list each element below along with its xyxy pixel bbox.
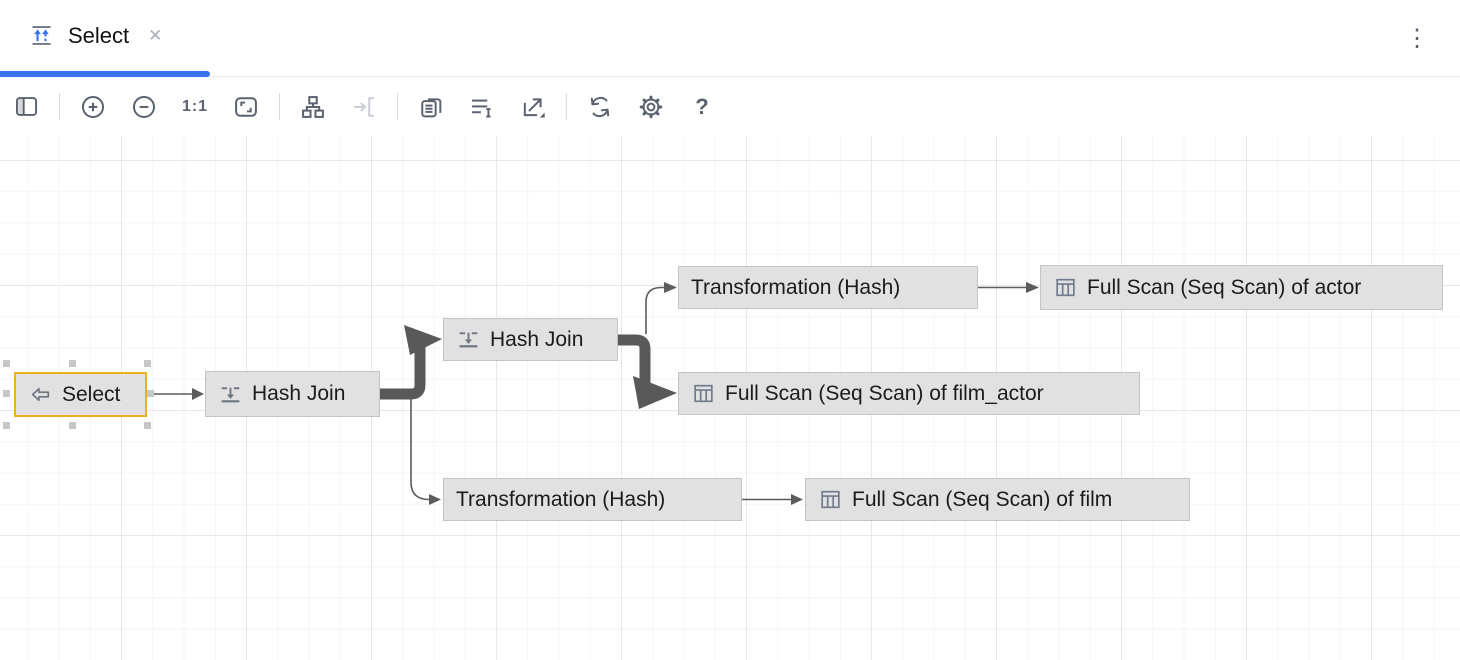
- node-label: Full Scan (Seq Scan) of film: [852, 487, 1113, 511]
- export-diagram-button[interactable]: [515, 89, 551, 125]
- actual-size-label: 1:1: [181, 97, 209, 115]
- selection-handle[interactable]: [144, 422, 151, 429]
- edge-arrowhead: [791, 494, 803, 505]
- diagram-edges: [147, 282, 1039, 505]
- apply-layout-button[interactable]: [295, 89, 331, 125]
- node-full-scan-film-actor[interactable]: Full Scan (Seq Scan) of film_actor: [678, 372, 1140, 415]
- toolbar-separator: [397, 93, 398, 120]
- node-full-scan-actor[interactable]: Full Scan (Seq Scan) of actor: [1040, 265, 1443, 310]
- node-full-scan-film[interactable]: Full Scan (Seq Scan) of film: [805, 478, 1190, 521]
- refresh-button[interactable]: [582, 89, 618, 125]
- table-icon: [1056, 278, 1075, 297]
- node-label: Select: [62, 382, 121, 406]
- left-arrow-icon: [31, 387, 50, 402]
- edge-arrowhead: [192, 388, 204, 400]
- node-label: Full Scan (Seq Scan) of film_actor: [725, 381, 1044, 405]
- gear-icon: [639, 95, 663, 118]
- selection-handle[interactable]: [3, 390, 10, 397]
- edge-arrowhead: [664, 282, 677, 293]
- edge-arrowhead: [1026, 282, 1039, 293]
- layout-hierarchy-icon: [302, 95, 324, 118]
- table-icon: [694, 384, 713, 403]
- edge-hash-join-to-transformation-2: [410, 398, 430, 501]
- toolbar-separator: [59, 93, 60, 120]
- table-icon: [821, 490, 840, 509]
- node-hash-join-1[interactable]: Hash Join: [205, 371, 380, 417]
- edge-hash-join-2-to-film-actor: [618, 334, 677, 409]
- fit-content-button[interactable]: [228, 89, 264, 125]
- edge-hash-join-2-to-transformation-1: [645, 286, 664, 334]
- settings-button[interactable]: [633, 89, 669, 125]
- layout-panel-icon: [15, 97, 37, 116]
- show-node-details-button[interactable]: [464, 89, 500, 125]
- node-label: Transformation (Hash): [456, 487, 666, 511]
- toolbar-separator: [279, 93, 280, 120]
- selection-handle[interactable]: [144, 360, 151, 367]
- zoom-in-button[interactable]: [75, 89, 111, 125]
- jump-to-source-button: [346, 89, 382, 125]
- node-label: Transformation (Hash): [691, 275, 901, 299]
- diagram-canvas[interactable]: Select Hash Join Hash Join Transf: [0, 136, 1460, 660]
- zoom-in-icon: [81, 95, 105, 118]
- node-transformation-hash-2[interactable]: Transformation (Hash): [443, 478, 742, 521]
- selection-handle[interactable]: [69, 422, 76, 429]
- refresh-icon: [590, 96, 610, 117]
- node-label: Hash Join: [252, 382, 346, 405]
- fit-content-icon: [235, 96, 257, 117]
- node-label: Full Scan (Seq Scan) of actor: [1087, 275, 1362, 299]
- close-icon[interactable]: ✕: [148, 25, 163, 45]
- export-icon: [523, 97, 545, 117]
- jump-to-source-icon: [354, 96, 374, 117]
- node-select[interactable]: Select: [14, 372, 147, 417]
- selection-handle[interactable]: [147, 390, 154, 397]
- copy-icon: [421, 97, 442, 117]
- join-icon: [459, 332, 478, 348]
- more-options-icon[interactable]: ⋮: [1405, 24, 1429, 52]
- tab-title: Select: [68, 22, 130, 48]
- actual-size-button[interactable]: 1:1: [177, 89, 213, 125]
- help-button[interactable]: ?: [684, 89, 720, 125]
- node-transformation-hash-1[interactable]: Transformation (Hash): [678, 266, 978, 309]
- selection-handle[interactable]: [3, 360, 10, 367]
- toggle-sidebar-button[interactable]: [8, 89, 44, 125]
- node-label: Hash Join: [490, 327, 584, 351]
- help-label: ?: [695, 93, 709, 119]
- toolbar-separator: [566, 93, 567, 120]
- diagram-toolbar: 1:1: [0, 77, 1460, 136]
- tab-select[interactable]: Select ✕: [0, 0, 210, 71]
- zoom-out-button[interactable]: [126, 89, 162, 125]
- edge-hash-join-to-hash-join-2: [380, 325, 442, 400]
- edge-arrowhead: [429, 494, 441, 505]
- zoom-out-icon: [132, 95, 156, 118]
- selection-handle[interactable]: [3, 422, 10, 429]
- copy-diagram-button[interactable]: [413, 89, 449, 125]
- active-tab-indicator: [0, 71, 210, 77]
- tab-strip: Select ✕ ⋮: [0, 0, 1460, 77]
- selection-handle[interactable]: [69, 360, 76, 367]
- node-hash-join-2[interactable]: Hash Join: [443, 318, 618, 361]
- explain-plan-icon: [32, 26, 51, 45]
- join-icon: [221, 386, 240, 402]
- text-details-icon: [472, 99, 491, 118]
